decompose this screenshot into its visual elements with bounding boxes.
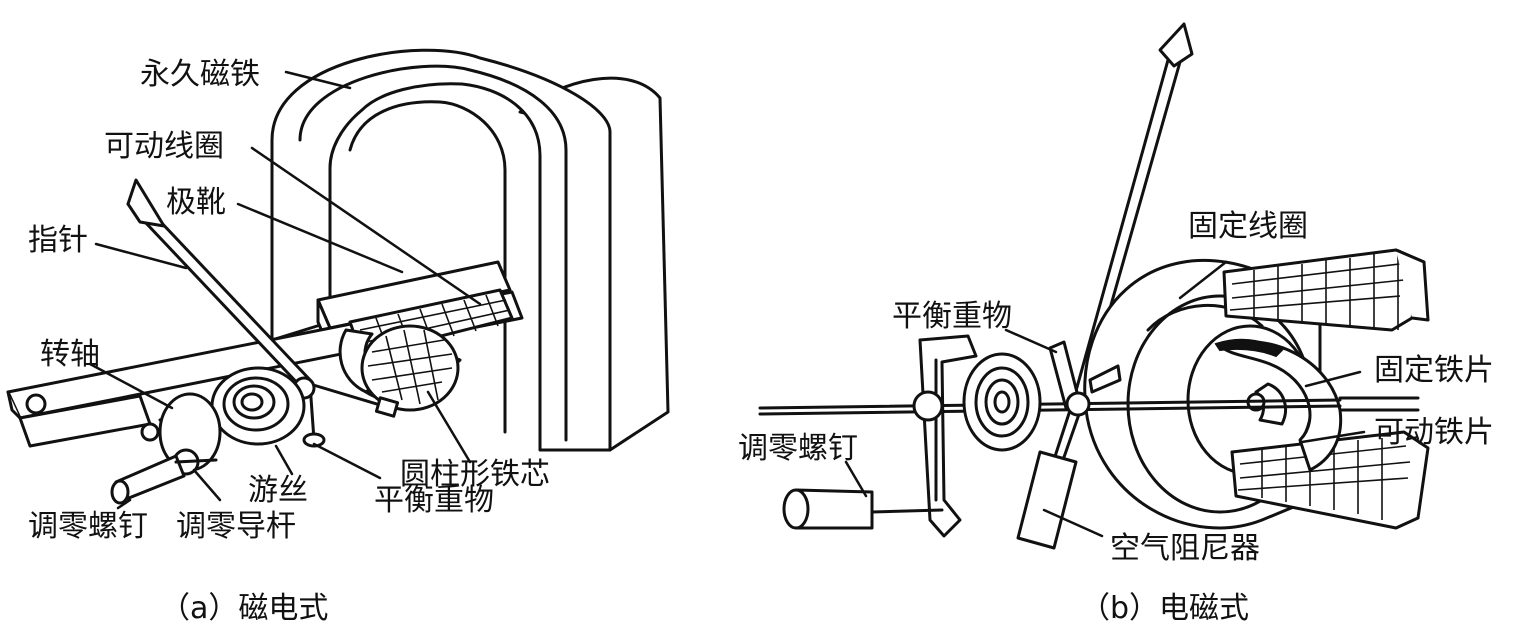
label-balance-weight-a: 平衡重物 xyxy=(374,483,494,518)
label-permanent-magnet: 永久磁铁 xyxy=(140,57,260,92)
label-zero-screw-b: 调零螺钉 xyxy=(738,431,858,466)
hairspring-b-shape xyxy=(912,334,1042,538)
coil-windings-shape xyxy=(1222,248,1430,530)
label-zero-screw-a: 调零螺钉 xyxy=(28,509,148,544)
balance-weight-b-shape xyxy=(1048,340,1122,417)
label-fixed-coil: 固定线圈 xyxy=(1188,209,1308,244)
zero-screw-b-shape xyxy=(782,488,944,530)
label-balance-weight-b: 平衡重物 xyxy=(892,299,1012,334)
iron-pieces-shape xyxy=(1214,338,1343,472)
air-damper-shape xyxy=(1016,450,1078,550)
leader-lines-b xyxy=(844,260,1366,538)
cylindrical-core-shape xyxy=(360,324,460,412)
leader-lines-a xyxy=(88,70,482,510)
label-hairspring: 游丝 xyxy=(248,473,308,508)
label-moving-iron: 可动铁片 xyxy=(1374,415,1494,450)
permanent-magnet-shape xyxy=(270,48,670,452)
label-pointer: 指针 xyxy=(28,223,88,258)
label-pole-shoe: 极靴 xyxy=(166,185,226,220)
shaft-b-shape xyxy=(758,396,1420,416)
zero-adjuster-shape xyxy=(110,392,222,505)
label-air-damper: 空气阻尼器 xyxy=(1110,531,1260,566)
caption-a: （a）磁电式 xyxy=(160,591,329,626)
label-cylindrical-core: 圆柱形铁芯 xyxy=(400,457,550,492)
label-zero-guide-rod: 调零导杆 xyxy=(176,509,296,544)
label-fixed-iron: 固定铁片 xyxy=(1374,353,1494,388)
electromagnetic-mechanism xyxy=(758,22,1430,550)
magnetoelectric-mechanism xyxy=(6,48,670,510)
caption-b: （b）电磁式 xyxy=(1080,591,1250,626)
label-shaft: 转轴 xyxy=(40,337,100,372)
label-moving-coil: 可动线圈 xyxy=(104,129,224,164)
